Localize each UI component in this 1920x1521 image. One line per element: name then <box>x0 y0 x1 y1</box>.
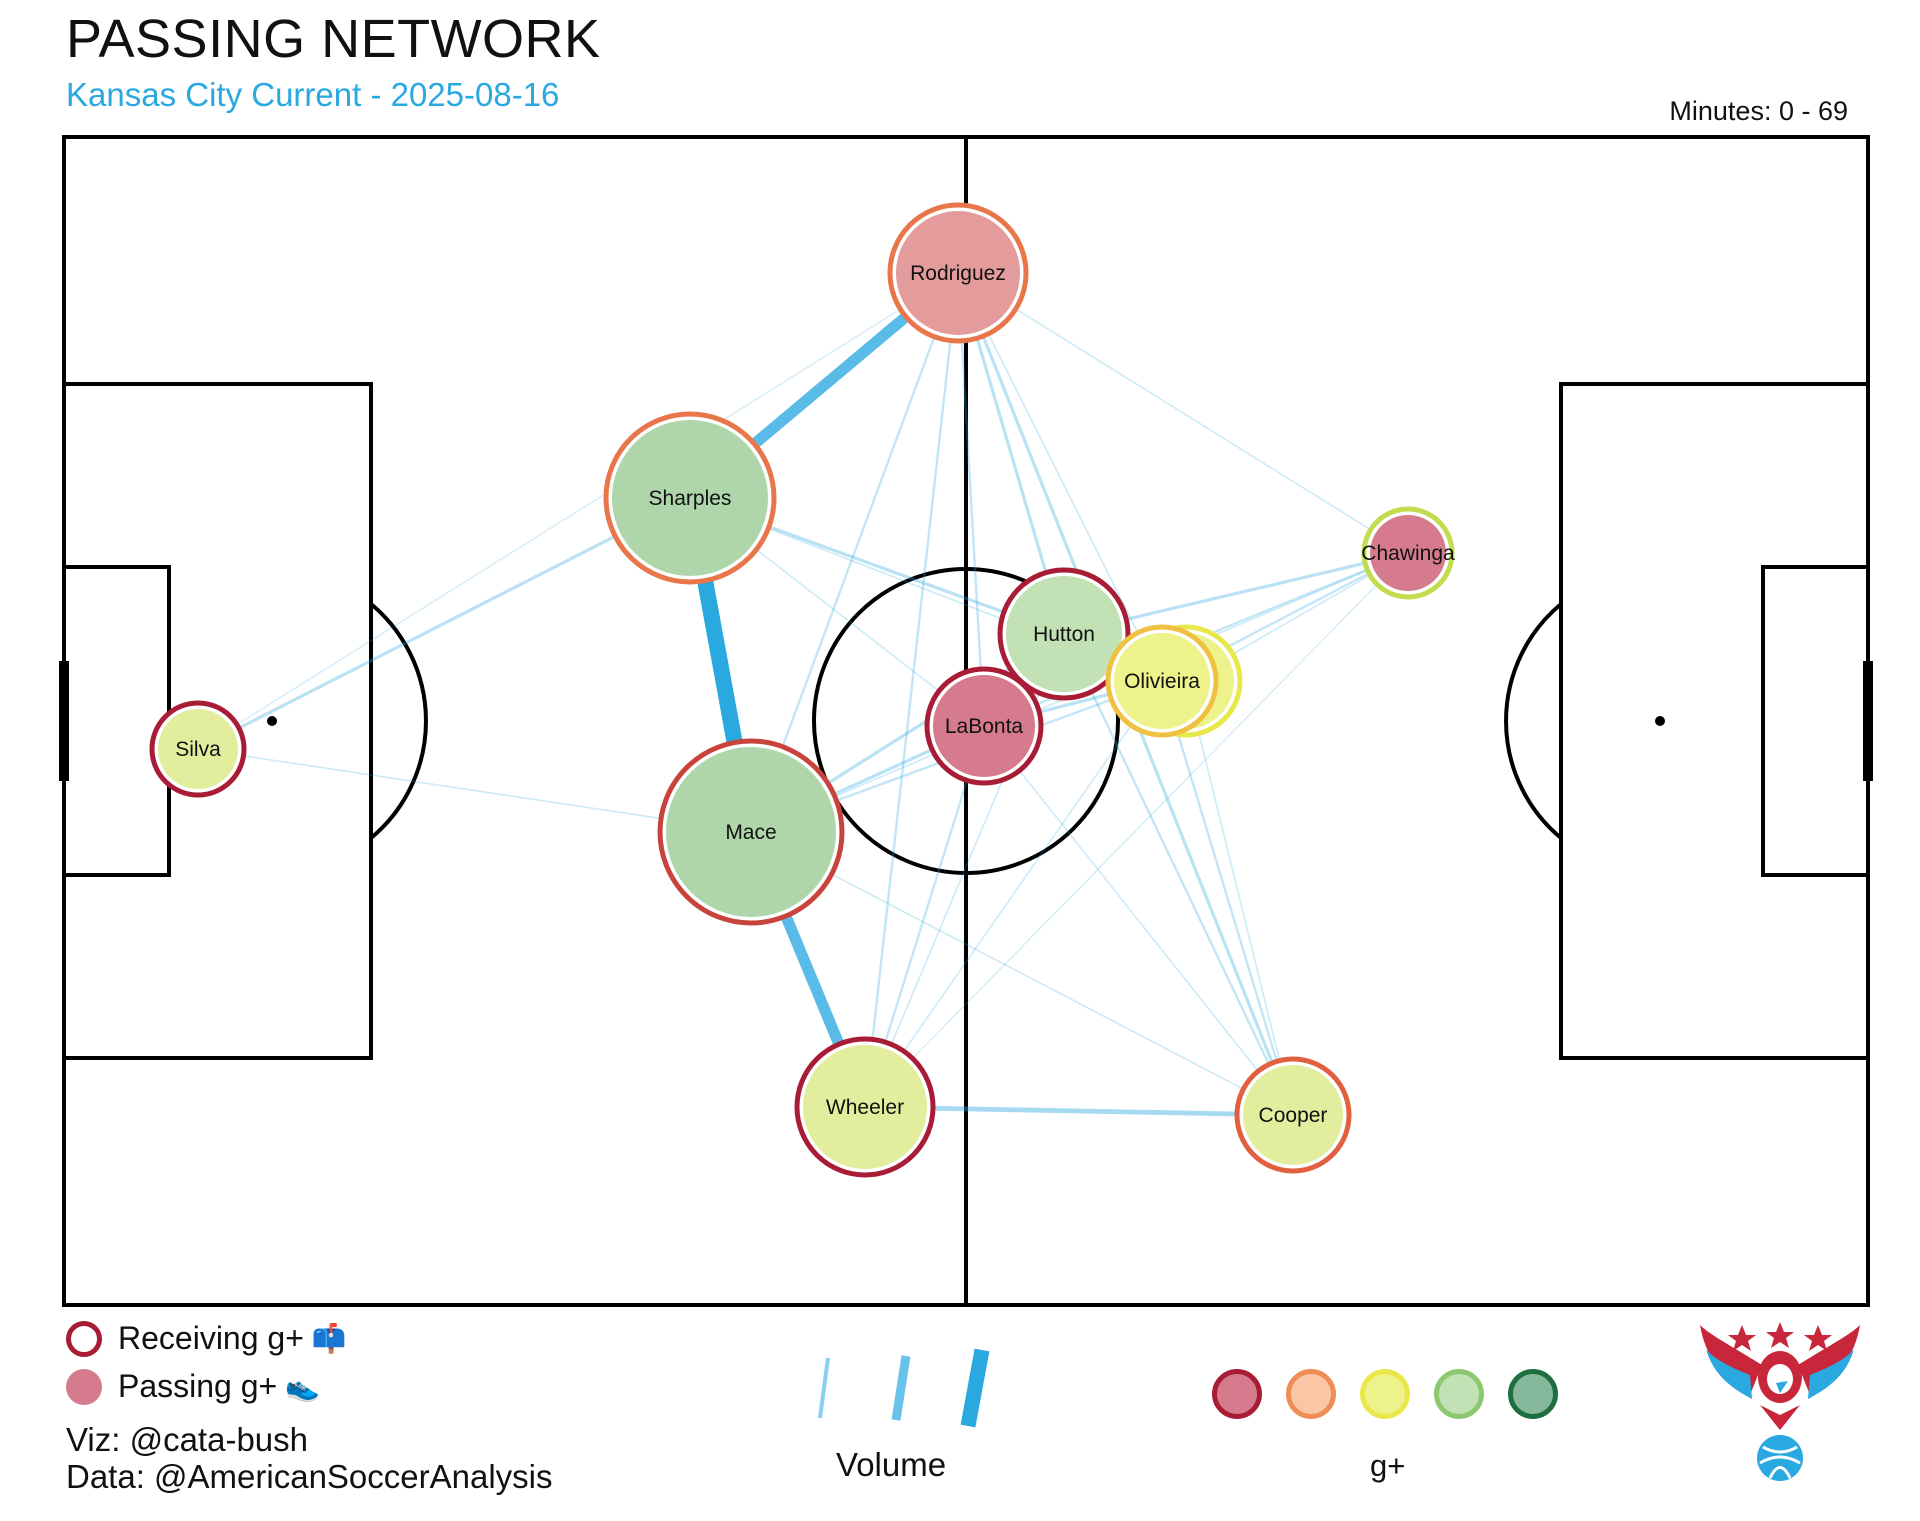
legend-passing-label: Passing g+ <box>118 1368 278 1404</box>
pass-edge <box>749 272 960 833</box>
right-penalty-arc <box>1504 602 1563 840</box>
pass-edge <box>197 496 691 751</box>
chart-subtitle: Kansas City Current - 2025-08-16 <box>66 76 560 113</box>
player-label: Mace <box>725 821 776 844</box>
player-node: LaBonta <box>924 666 1044 786</box>
pass-edge <box>956 272 986 727</box>
star-icon <box>1766 1322 1794 1348</box>
gplus-scale-swatch <box>1434 1369 1484 1419</box>
gplus-scale-swatch <box>1286 1369 1336 1419</box>
star-icon <box>1728 1325 1756 1351</box>
player-node: Olivieira <box>1105 624 1219 738</box>
player-label: Olivieira <box>1124 670 1200 693</box>
player-fill <box>933 675 1035 777</box>
player-fill <box>1370 515 1446 591</box>
player-node: Sharples <box>603 411 777 585</box>
left-wing-stripe <box>1706 1349 1752 1399</box>
player-node: Mace <box>657 738 845 926</box>
volume-legend-thick <box>960 1348 990 1428</box>
player-fill <box>1114 633 1210 729</box>
legend-receiving: Receiving g+ 📫 <box>66 1320 347 1357</box>
chart-title: PASSING NETWORK <box>66 9 601 69</box>
player-fill <box>1006 576 1122 692</box>
volume-legend-thin <box>818 1357 830 1419</box>
pass-edge <box>957 272 1163 682</box>
player-label: Rodriguez <box>910 262 1006 285</box>
gplus-legend-label: g+ <box>1370 1448 1406 1483</box>
player-label: Hutton <box>1033 623 1095 646</box>
minutes-range: Minutes: 0 - 69 <box>1669 96 1848 126</box>
data-credit: Data: @AmericanSoccerAnalysis <box>66 1458 553 1495</box>
pass-edge <box>864 552 1409 1108</box>
center-circle <box>812 567 1120 875</box>
player-node: Silva <box>149 700 247 798</box>
pass-edge <box>1185 680 1294 1116</box>
association-logo <box>1700 1322 1860 1481</box>
player-label: Chawinga <box>1361 542 1455 565</box>
left-penalty-arc <box>369 602 428 840</box>
player-label: LaBonta <box>945 715 1024 738</box>
player-fill <box>896 211 1020 335</box>
gplus-scale-swatch <box>1212 1369 1262 1419</box>
pass-edge <box>1062 633 1295 1116</box>
player-fill <box>612 420 768 576</box>
player-node: Cooper <box>1234 1056 1352 1174</box>
player-label: Silva <box>175 738 221 761</box>
pass-edge <box>957 272 1409 554</box>
pass-edge <box>197 272 959 750</box>
right-penalty-spot <box>1655 716 1665 726</box>
right-goal-box <box>1761 565 1870 877</box>
gplus-scale-swatch <box>1508 1369 1558 1419</box>
player-fill <box>666 747 836 917</box>
player-node: Chawinga <box>1361 506 1455 600</box>
player-label: Cooper <box>1259 1104 1328 1127</box>
shoe-icon: 👟 <box>285 1371 321 1402</box>
credits: Viz: @cata-bush Data: @AmericanSoccerAna… <box>66 1421 553 1495</box>
legend-passing: Passing g+ 👟 <box>66 1368 320 1405</box>
volume-legend-medium <box>891 1355 911 1421</box>
left-goal-box <box>62 565 171 877</box>
star-icon <box>1804 1325 1832 1351</box>
volume-legend <box>818 1348 990 1428</box>
player-fill <box>158 709 238 789</box>
volume-legend-label: Volume <box>836 1446 947 1483</box>
player-label: Sharples <box>649 487 732 510</box>
player-fill <box>803 1045 927 1169</box>
player-node: Wheeler <box>794 1036 936 1178</box>
player-fill <box>1243 1065 1343 1165</box>
passing-fill-icon <box>66 1368 102 1405</box>
right-penalty-box <box>1559 382 1870 1060</box>
eagle-body-icon <box>1760 1405 1800 1430</box>
pass-edge <box>983 725 1294 1116</box>
mailbox-icon: 📫 <box>311 1323 347 1354</box>
legend-receiving-label: Receiving g+ <box>118 1320 304 1356</box>
left-penalty-spot <box>267 716 277 726</box>
pass-edge <box>864 680 1163 1108</box>
pass-edge <box>863 272 960 1108</box>
player-node: Hutton <box>997 567 1131 701</box>
pass-edge <box>864 1104 1294 1118</box>
right-wing-stripe <box>1808 1349 1854 1399</box>
player-node: Rodriguez <box>887 202 1029 344</box>
viz-credit: Viz: @cata-bush <box>66 1421 309 1458</box>
pass-edge <box>1160 680 1295 1116</box>
receiving-ring-icon <box>66 1320 102 1357</box>
player-label: Wheeler <box>826 1096 904 1119</box>
pass-edge <box>750 831 1294 1116</box>
gplus-scale-swatch <box>1360 1369 1410 1419</box>
